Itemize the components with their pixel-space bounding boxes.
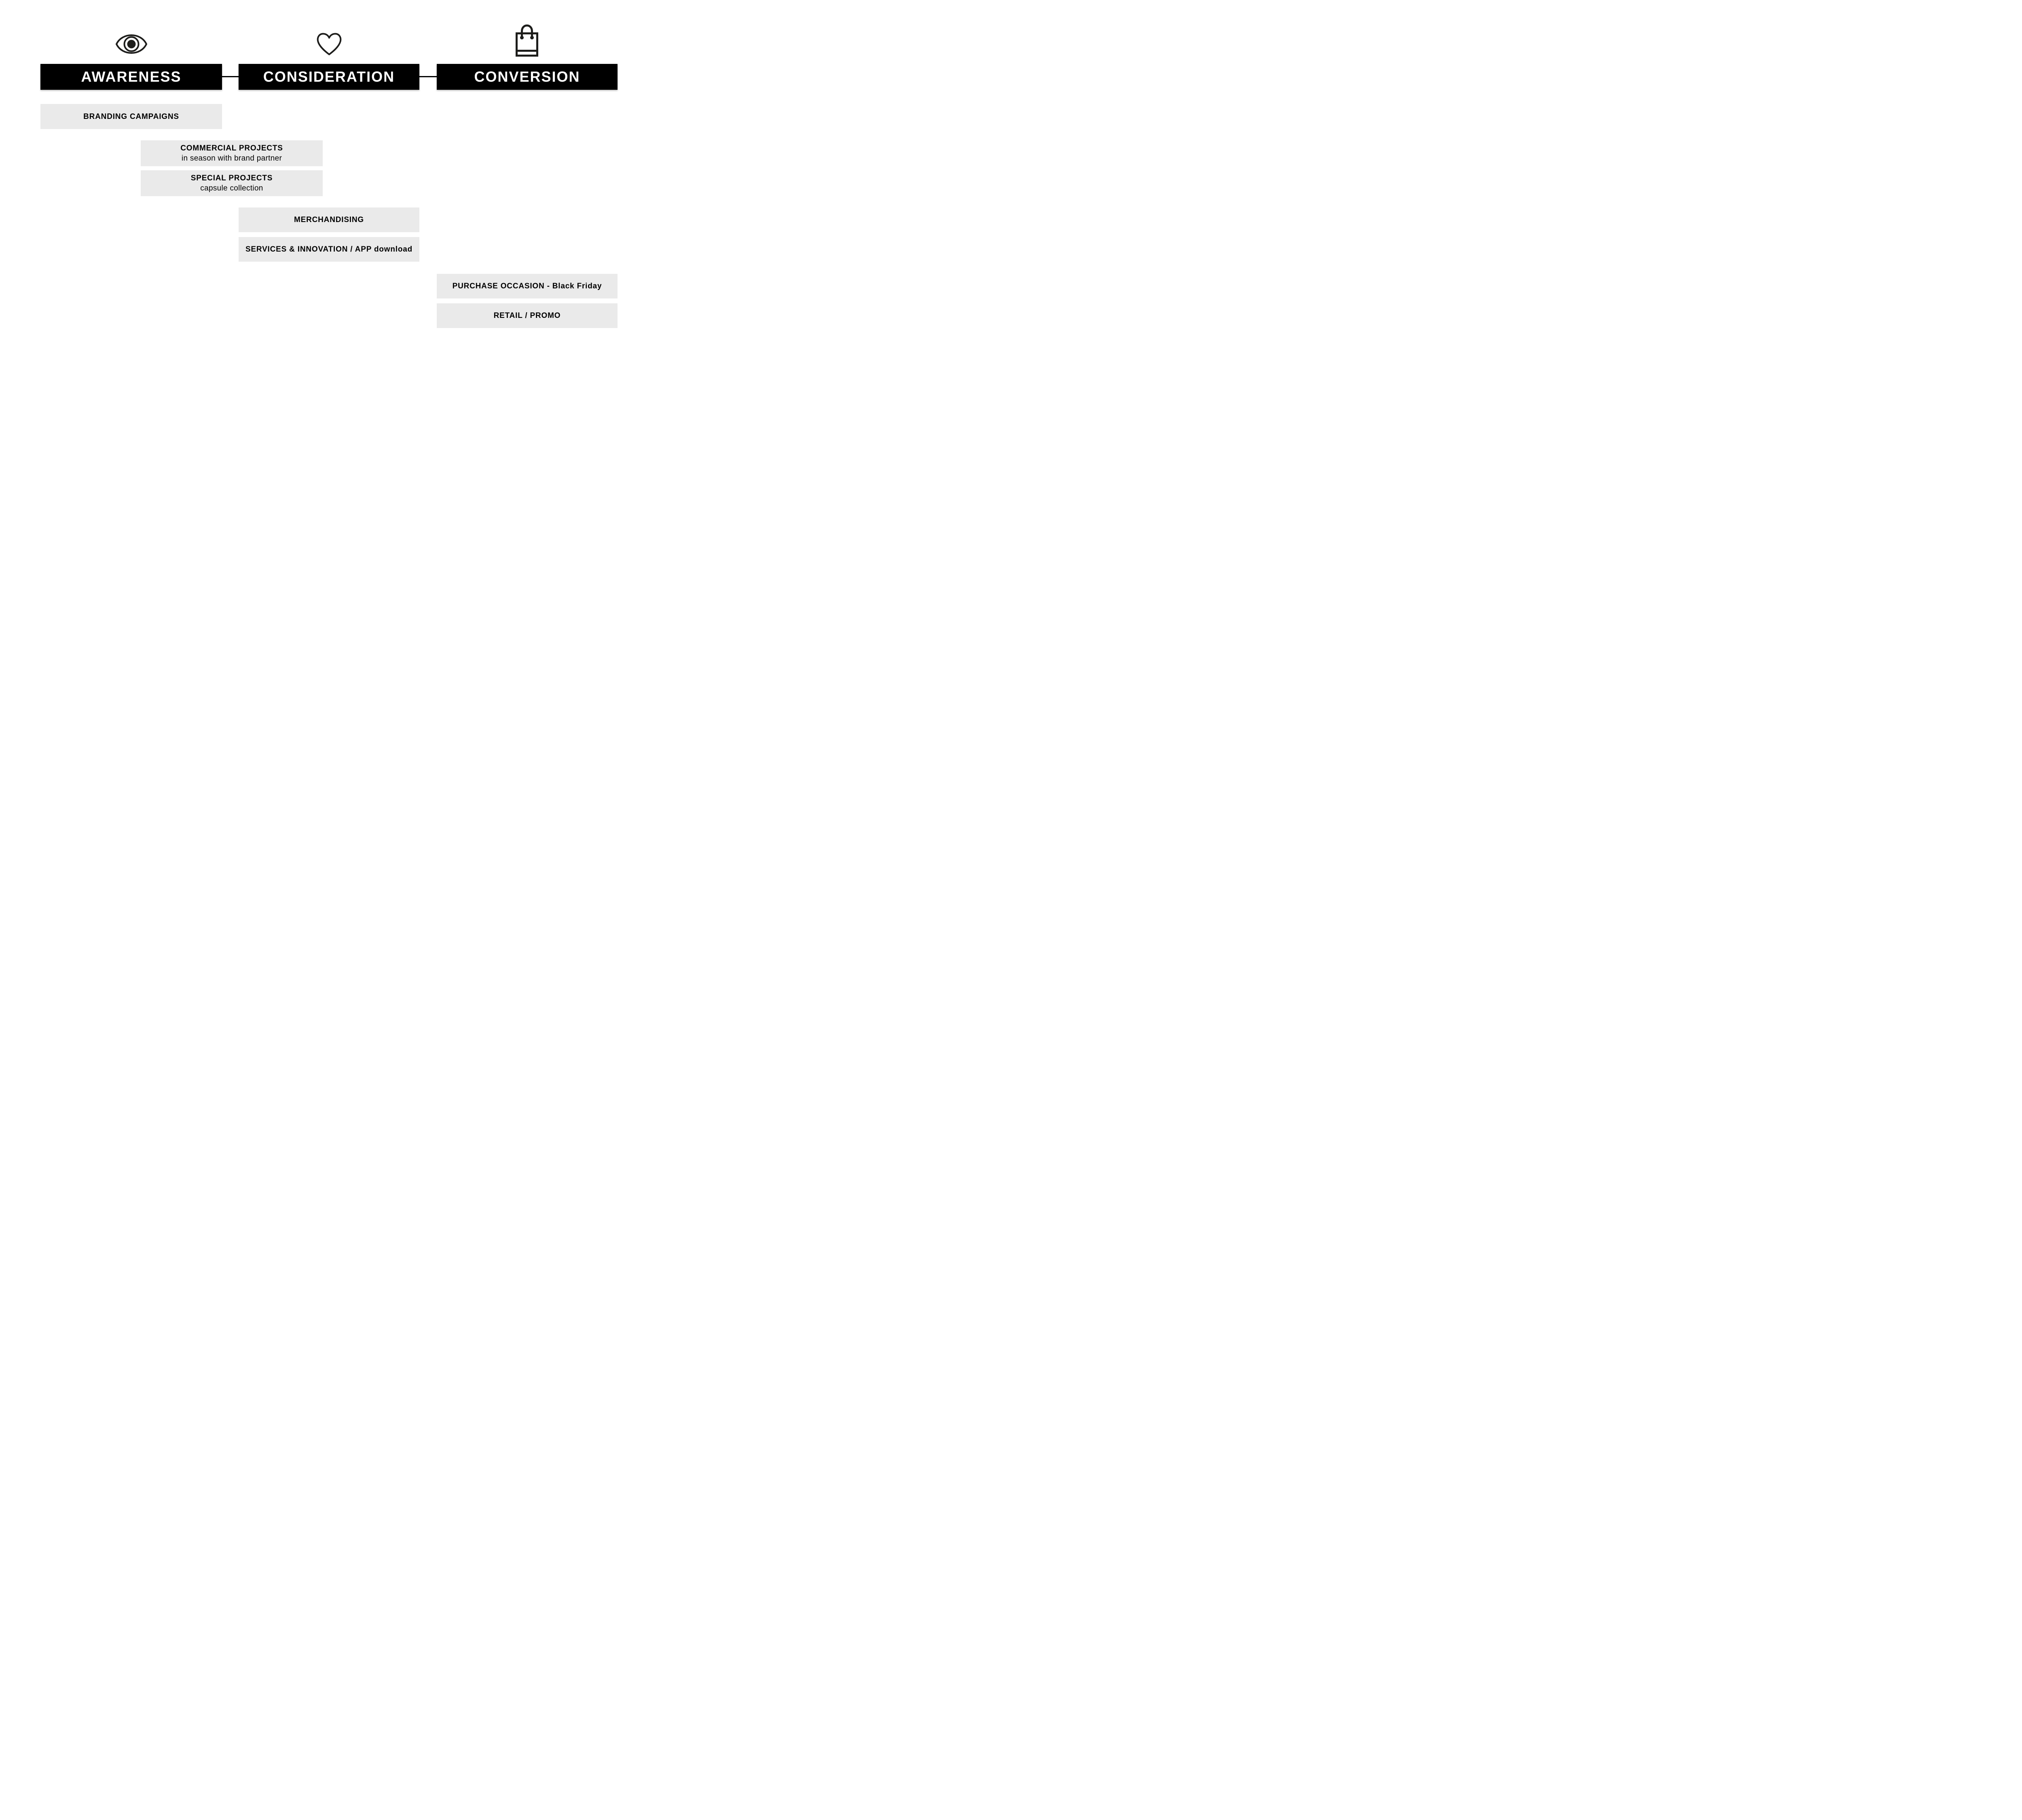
activity-box-merchandising: MERCHANDISING bbox=[239, 207, 419, 232]
stage-label-consideration: CONSIDERATION bbox=[263, 68, 395, 85]
stage-bar-awareness: AWARENESS bbox=[40, 64, 222, 90]
marketing-funnel-diagram: AWARENESS CONSIDERATION CONVERSION BRAND… bbox=[0, 0, 647, 364]
shopping-bag-icon bbox=[516, 24, 538, 57]
eye-icon bbox=[115, 33, 148, 55]
activity-label: SPECIAL PROJECTS bbox=[190, 174, 273, 182]
stage-bar-consideration: CONSIDERATION bbox=[239, 64, 419, 90]
activity-label: BRANDING CAMPAIGNS bbox=[83, 112, 179, 121]
activity-box-special-projects: SPECIAL PROJECTS capsule collection bbox=[141, 170, 323, 196]
connector-consideration-conversion bbox=[417, 76, 441, 77]
activity-label: COMMERCIAL PROJECTS bbox=[180, 144, 283, 152]
activity-box-commercial-projects: COMMERCIAL PROJECTS in season with brand… bbox=[141, 140, 323, 166]
activity-box-services-innovation: SERVICES & INNOVATION / APP download bbox=[239, 237, 419, 262]
activity-box-retail-promo: RETAIL / PROMO bbox=[437, 303, 618, 328]
stage-label-awareness: AWARENESS bbox=[81, 68, 182, 85]
stage-label-conversion: CONVERSION bbox=[474, 68, 580, 85]
activity-label: SERVICES & INNOVATION / APP download bbox=[245, 245, 413, 254]
stage-bar-conversion: CONVERSION bbox=[437, 64, 618, 90]
activity-box-purchase-occasion: PURCHASE OCCASION - Black Friday bbox=[437, 274, 618, 298]
connector-awareness-consideration bbox=[218, 76, 243, 77]
heart-icon bbox=[316, 32, 343, 56]
activity-box-branding-campaigns: BRANDING CAMPAIGNS bbox=[40, 104, 222, 129]
activity-sublabel: capsule collection bbox=[200, 184, 263, 193]
activity-label: MERCHANDISING bbox=[294, 216, 364, 224]
activity-label: PURCHASE OCCASION - Black Friday bbox=[452, 282, 602, 290]
activity-label: RETAIL / PROMO bbox=[493, 311, 561, 320]
activity-sublabel: in season with brand partner bbox=[181, 154, 282, 163]
